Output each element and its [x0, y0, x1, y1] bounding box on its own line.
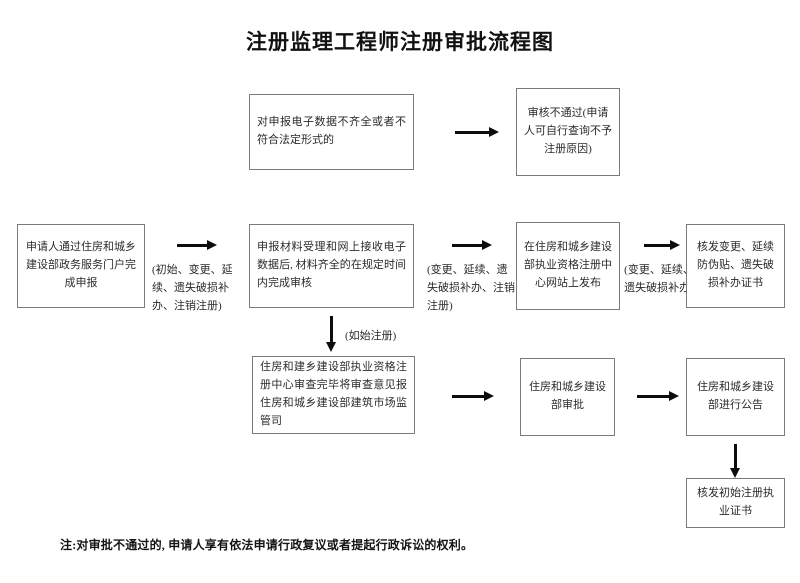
label-all-types: (初始、变更、延续、遗失破损补办、注销注册) — [152, 262, 244, 315]
label-initial-only-text: (如始注册) — [345, 330, 397, 342]
box-incomplete-data-label: 对申报电子数据不齐全或者不符合法定形式的 — [257, 116, 406, 146]
box-applicant-submit: 申请人通过住房和城乡建设部政务服务门户完成申报 — [17, 224, 145, 308]
box-publish-website-label: 在住房和城乡建设部执业资格注册中心网站上发布 — [524, 241, 612, 289]
box-ministry-approval-label: 住房和城乡建设部审批 — [529, 381, 606, 411]
box-review-failed-label: 审核不通过(申请人可自行查询不予注册原因) — [524, 107, 612, 155]
label-change-short: (变更、延续、遗失破损补办) — [624, 262, 694, 298]
box-acceptance-review: 申报材料受理和网上接收电子数据后, 材料齐全的在规定时间内完成审核 — [249, 224, 414, 308]
box-issue-change-cert-label: 核发变更、延续防伪贴、遗失破损补办证书 — [697, 241, 774, 289]
label-initial-only: (如始注册) — [345, 328, 435, 346]
label-change-types-text: (变更、延续、遗失破损补办、注销注册) — [427, 264, 515, 312]
box-ministry-approval: 住房和城乡建设部审批 — [520, 358, 615, 436]
label-change-types: (变更、延续、遗失破损补办、注销注册) — [427, 262, 515, 315]
box-issue-initial-cert-label: 核发初始注册执业证书 — [697, 487, 774, 517]
footnote: 注:对审批不通过的, 申请人享有依法申请行政复议或者提起行政诉讼的权利。 — [60, 538, 474, 552]
box-publish-website: 在住房和城乡建设部执业资格注册中心网站上发布 — [516, 222, 620, 310]
box-center-review-report: 住房和建乡建设部执业资格注册中心审查完毕将审查意见报住房和城乡建设部建筑市场监管… — [252, 356, 415, 434]
box-issue-change-cert: 核发变更、延续防伪贴、遗失破损补办证书 — [686, 224, 785, 308]
box-ministry-announcement-label: 住房和城乡建设部进行公告 — [697, 381, 774, 411]
box-center-review-report-label: 住房和建乡建设部执业资格注册中心审查完毕将审查意见报住房和城乡建设部建筑市场监管… — [260, 361, 407, 427]
label-all-types-text: (初始、变更、延续、遗失破损补办、注销注册) — [152, 264, 233, 312]
page-title: 注册监理工程师注册审批流程图 — [246, 30, 554, 54]
box-review-failed: 审核不通过(申请人可自行查询不予注册原因) — [516, 88, 620, 176]
label-change-short-text: (变更、延续、遗失破损补办) — [624, 264, 694, 294]
box-issue-initial-cert: 核发初始注册执业证书 — [686, 478, 785, 528]
box-incomplete-data: 对申报电子数据不齐全或者不符合法定形式的 — [249, 94, 414, 170]
box-applicant-submit-label: 申请人通过住房和城乡建设部政务服务门户完成申报 — [26, 241, 136, 289]
box-ministry-announcement: 住房和城乡建设部进行公告 — [686, 358, 785, 436]
box-acceptance-review-label: 申报材料受理和网上接收电子数据后, 材料齐全的在规定时间内完成审核 — [257, 241, 406, 289]
